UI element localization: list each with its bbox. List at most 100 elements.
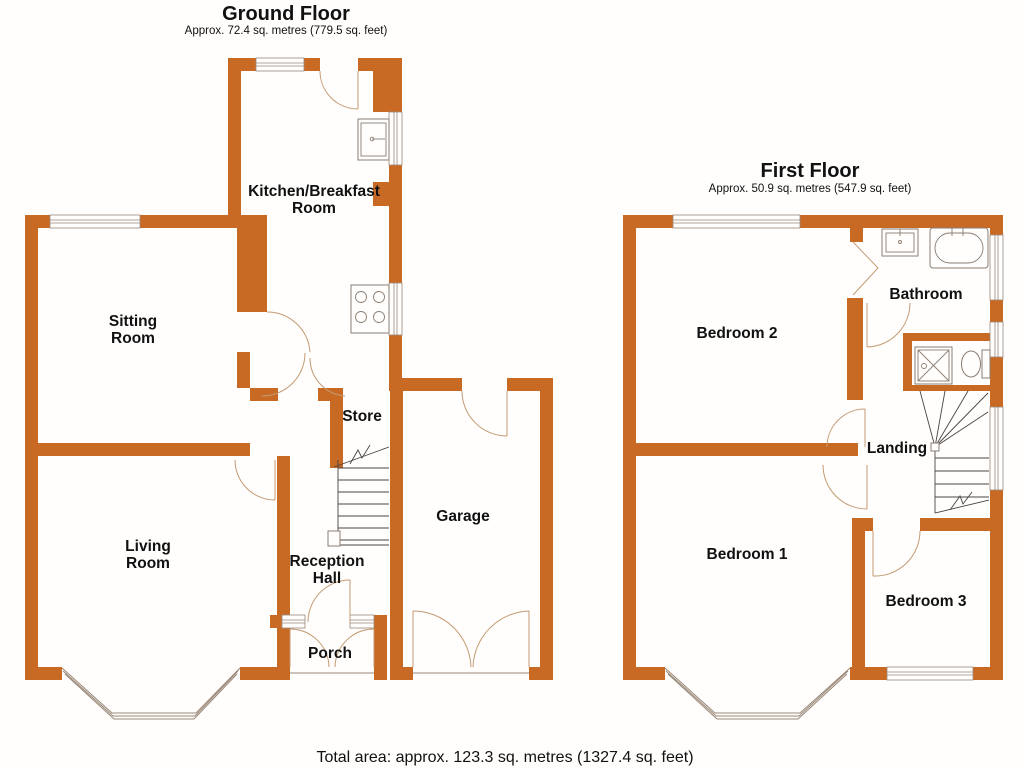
sitting-room-label-2: Room	[111, 330, 155, 347]
porch-label: Porch	[308, 645, 352, 662]
wall-segment	[304, 58, 320, 71]
wall-segment	[903, 333, 912, 391]
wall-segment	[390, 378, 403, 680]
wall-segment	[800, 215, 1003, 228]
bathroom-sink	[881, 228, 919, 257]
wall-segment	[277, 667, 290, 680]
bedroom1-door-arc	[822, 464, 868, 510]
bathroom-window-2	[989, 321, 1004, 358]
first-floor-labels: Bedroom 2 Bathroom Landing Bedroom 1 Bed…	[697, 286, 967, 610]
landing-label: Landing	[867, 440, 927, 457]
wall-segment	[990, 490, 1003, 680]
wall-segment	[623, 667, 665, 680]
shower	[914, 346, 953, 385]
first-floor-walls	[623, 215, 1003, 680]
ground-floor-stairs	[327, 444, 390, 547]
bedroom2-door-arc	[826, 408, 866, 448]
ground-floor-plan: Kitchen/Breakfast Room Sitting Room Livi…	[25, 57, 553, 720]
kitchen-label-2: Room	[292, 200, 336, 217]
living-room-label-2: Room	[126, 555, 170, 572]
wall-segment	[25, 667, 62, 680]
wall-segment	[373, 71, 402, 112]
wall-segment	[990, 228, 1003, 235]
garage-label: Garage	[436, 508, 490, 525]
ground-floor-windows	[49, 57, 403, 629]
sitting-room-door-arc	[266, 311, 311, 353]
wall-segment	[623, 443, 858, 456]
ground-floor-area: Approx. 72.4 sq. metres (779.5 sq. feet)	[185, 25, 388, 37]
wall-segment	[330, 401, 343, 468]
kitchen-hob	[350, 284, 390, 334]
bathtub	[929, 227, 989, 269]
garage-door-right-arc	[472, 610, 530, 668]
total-area-label: Total area: approx. 123.3 sq. metres (13…	[316, 749, 693, 766]
porch-door-left-arc	[289, 628, 330, 668]
wall-segment	[920, 518, 1003, 531]
living-room-label: Living	[125, 538, 171, 555]
bedroom3-door-arc	[872, 530, 921, 577]
bedroom1-label: Bedroom 1	[707, 546, 788, 563]
kitchen-top-window	[255, 57, 305, 72]
wall-segment	[373, 182, 389, 206]
wall-segment	[237, 352, 250, 388]
wall-segment	[389, 165, 402, 283]
garage-side-door-arc	[461, 390, 508, 437]
living-room-door-arc	[234, 459, 276, 501]
reception-hall-label-2: Hall	[313, 570, 341, 587]
wall-segment	[277, 628, 290, 667]
garage-door-left-arc	[412, 610, 472, 668]
wall-segment	[390, 378, 462, 391]
first-floor-windows	[672, 214, 1004, 681]
wall-segment	[847, 298, 863, 400]
wall-segment	[374, 628, 387, 667]
kitchen-side-window-2	[388, 282, 403, 336]
kitchen-sink	[357, 118, 390, 161]
bedroom3-label: Bedroom 3	[886, 593, 967, 610]
wall-segment	[850, 667, 887, 680]
wall-segment	[903, 385, 990, 391]
hall-door-arc	[261, 352, 306, 397]
bathroom-fixtures	[881, 227, 991, 385]
wall-segment	[990, 300, 1003, 322]
kitchen-fixtures	[350, 118, 390, 334]
ground-floor-doors	[234, 70, 530, 674]
kitchen-hall-door-arc	[309, 357, 346, 397]
wall-segment	[270, 615, 282, 628]
bedroom3-window	[886, 666, 974, 681]
first-floor-bay-window	[664, 667, 851, 720]
stairs-window	[989, 406, 1004, 491]
first-floor-stairs	[919, 390, 990, 514]
first-floor-title: First Floor	[761, 160, 860, 182]
wall-segment	[228, 58, 256, 71]
wall-segment	[140, 215, 241, 228]
bedroom2-label: Bedroom 2	[697, 325, 778, 342]
bathroom-window-1	[989, 234, 1004, 301]
cupboard-bifold-door	[852, 241, 879, 296]
toilet	[961, 349, 991, 379]
front-door-arc	[307, 579, 351, 623]
wall-segment	[389, 335, 402, 391]
first-floor-doors	[822, 241, 921, 577]
ground-floor-title: Ground Floor	[222, 3, 350, 25]
porch-window-right	[349, 614, 375, 629]
wall-segment	[907, 333, 990, 341]
kitchen-back-door-arc	[319, 70, 359, 110]
porch-door-right-arc	[334, 628, 375, 668]
wall-segment	[358, 58, 402, 71]
wall-segment	[25, 443, 250, 456]
bathroom-door-arc	[866, 302, 911, 348]
kitchen-side-window-1	[388, 111, 403, 166]
stair-newel-post	[930, 442, 940, 452]
wall-segment	[374, 615, 387, 628]
wall-segment	[990, 357, 1003, 407]
wall-segment	[850, 228, 863, 242]
first-floor-plan: Bedroom 2 Bathroom Landing Bedroom 1 Bed…	[623, 214, 1004, 720]
wall-segment	[250, 388, 278, 401]
wall-segment	[228, 58, 241, 215]
ground-floor-walls	[25, 58, 553, 680]
wall-segment	[973, 667, 1003, 680]
wall-segment	[318, 388, 343, 401]
wall-segment	[237, 215, 267, 312]
first-floor-area: Approx. 50.9 sq. metres (547.9 sq. feet)	[709, 183, 912, 195]
